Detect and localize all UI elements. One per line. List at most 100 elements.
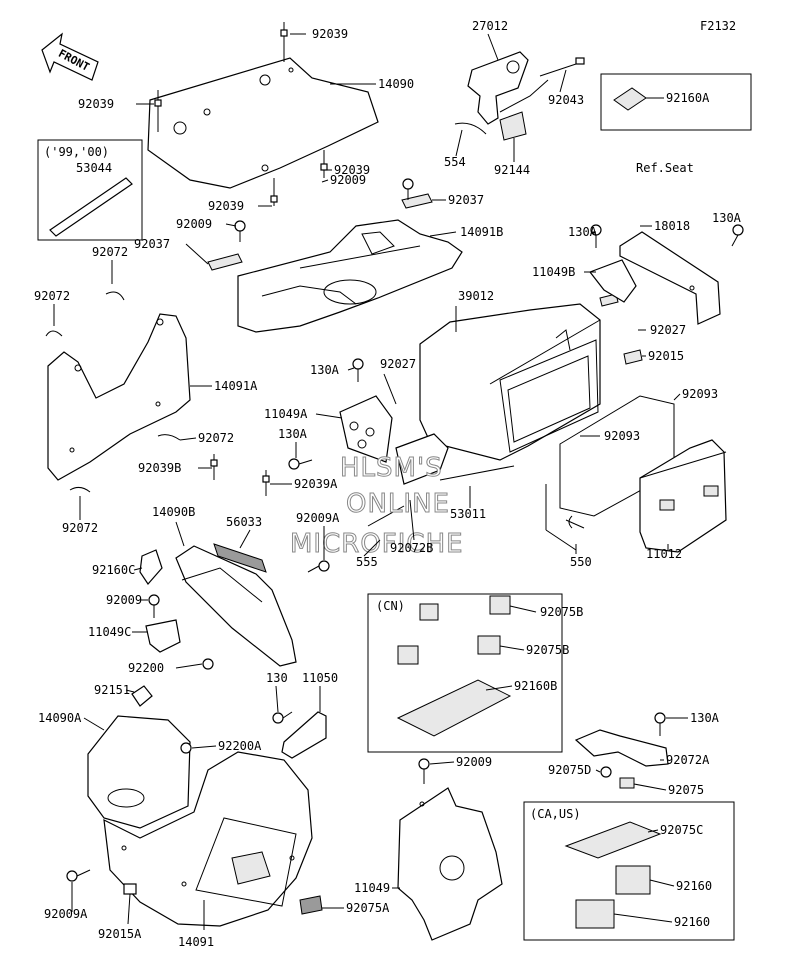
leader-line-p56 — [191, 745, 217, 749]
leader-line-p69 — [613, 913, 673, 923]
part-label-p7: 53044 — [76, 161, 112, 175]
part-label-p62: 92075C — [660, 823, 703, 837]
part-label-p38: 14090B — [152, 505, 195, 519]
leader-line-p59 — [429, 761, 455, 765]
part-label-p17: 130A — [568, 225, 598, 239]
battery-box-39012 — [419, 303, 601, 461]
battery-bracket-18018 — [619, 231, 721, 325]
leader-line-p41 — [409, 499, 415, 541]
part-label-p10: 92039 — [334, 163, 370, 177]
part-label-p48: 92075B — [540, 605, 583, 619]
part-label-p36: 92072 — [62, 521, 98, 535]
leader-line-p8 — [455, 129, 463, 157]
leader-line-p53 — [485, 685, 513, 691]
part-label-p44: 11012 — [646, 547, 682, 561]
part-label-p60: 92075D — [548, 763, 591, 777]
leader-line-p19 — [429, 231, 457, 237]
seat-plate-14090 — [147, 57, 379, 189]
part-label-p26: 92027 — [380, 357, 416, 371]
holder-14090b — [175, 545, 297, 667]
part-label-p69: 92160 — [674, 915, 710, 929]
part-label-p6: 92160A — [666, 91, 710, 105]
leader-line-p5 — [559, 69, 567, 93]
part-label-p24: 92027 — [650, 323, 686, 337]
part-label-p28: 14091A — [214, 379, 258, 393]
part-label-p63: 11049 — [354, 881, 390, 895]
leader-line-p49 — [499, 645, 525, 651]
part-label-p59: 92009 — [456, 755, 492, 769]
leader-line-p54 — [125, 689, 135, 693]
part-label-p13: 92037 — [448, 193, 484, 207]
part-label-p50: 92200 — [128, 661, 164, 675]
lower-fender-14091 — [103, 751, 313, 927]
cn-box — [367, 593, 563, 753]
part-label-p41: 92072B — [390, 541, 433, 555]
part-label-p37: 53011 — [450, 507, 486, 521]
leader-lines — [53, 33, 688, 930]
part-label-p27: 92015 — [648, 349, 684, 363]
watermark-line-3: MICROFICHE — [290, 529, 464, 559]
part-label-p61: 92075 — [668, 783, 704, 797]
watermark-line-1: HLSM'S — [340, 453, 443, 483]
part-label-p4: 92039 — [78, 97, 114, 111]
part-label-p51: 130 — [266, 671, 288, 685]
part-label-p23: 39012 — [458, 289, 494, 303]
front-arrow-icon: FRONT — [41, 32, 99, 81]
watermark-line-2: ONLINE — [346, 489, 450, 519]
part-label-p57: 130A — [690, 711, 720, 725]
cover-14090a — [87, 715, 191, 829]
part-label-p40: 92009A — [296, 511, 340, 525]
part-label-p65: 92009A — [44, 907, 88, 921]
part-label-p25: 130A — [310, 363, 340, 377]
ca-us-box — [523, 801, 735, 941]
leader-line-p32 — [179, 437, 197, 441]
part-label-p34: 92039B — [138, 461, 181, 475]
ca-us-box-label: (CA,US) — [530, 807, 581, 821]
part-label-p58: 92072A — [666, 753, 710, 767]
part-label-p22: 92072 — [34, 289, 70, 303]
part-label-p3: 14090 — [378, 77, 414, 91]
part-label-p14: 92009 — [176, 217, 212, 231]
part-label-p33: 92093 — [604, 429, 640, 443]
part-label-p8: 554 — [444, 155, 466, 169]
bolt-icon — [66, 178, 744, 882]
part-label-p5: 92043 — [548, 93, 584, 107]
battery-11012 — [639, 439, 727, 553]
part-label-p18: 130A — [712, 211, 742, 225]
part-label-p29: 92093 — [682, 387, 718, 401]
seat-lock-27012 — [454, 51, 549, 141]
leader-line-p60 — [595, 769, 601, 773]
leader-line-p61 — [633, 783, 667, 791]
leader-line-p64 — [649, 879, 675, 887]
part-label-p54: 92151 — [94, 683, 130, 697]
leader-line-p62 — [647, 829, 659, 833]
fender-14091a — [47, 313, 191, 481]
leader-line-p38 — [175, 521, 185, 547]
part-label-p67: 92075A — [346, 901, 390, 915]
part-label-p42: 555 — [356, 555, 378, 569]
bracket-11049 — [397, 787, 503, 941]
part-label-p15: 92072 — [92, 245, 128, 259]
ref-seat-label: Ref.Seat — [636, 161, 694, 175]
part-label-p43: 550 — [570, 555, 592, 569]
leader-line-p29 — [673, 393, 681, 401]
year-box — [37, 139, 143, 241]
part-label-p49: 92075B — [526, 643, 569, 657]
leader-line-p51 — [275, 685, 279, 713]
leader-line-p14 — [225, 223, 237, 227]
part-label-p39: 56033 — [226, 515, 262, 529]
part-label-p11: 92009 — [330, 173, 366, 187]
mat-14091b — [237, 219, 463, 333]
leader-line-p50 — [175, 663, 203, 669]
part-label-p21: 11049B — [532, 265, 575, 279]
part-labels: 92039 27012 14090 92039 92043 92160A 53044 554 9… — [34, 19, 742, 949]
part-label-p16: 18018 — [654, 219, 690, 233]
watermark: HLSM'S ONLINE MICROFICHE — [290, 453, 464, 560]
part-label-p32: 92072 — [198, 431, 234, 445]
part-label-p19: 14091B — [460, 225, 503, 239]
part-label-p2: 27012 — [472, 19, 508, 33]
part-label-p46: 92009 — [106, 593, 142, 607]
part-label-p31: 130A — [278, 427, 308, 441]
leader-line-p2 — [487, 33, 499, 61]
bracket-92072a — [574, 729, 669, 767]
